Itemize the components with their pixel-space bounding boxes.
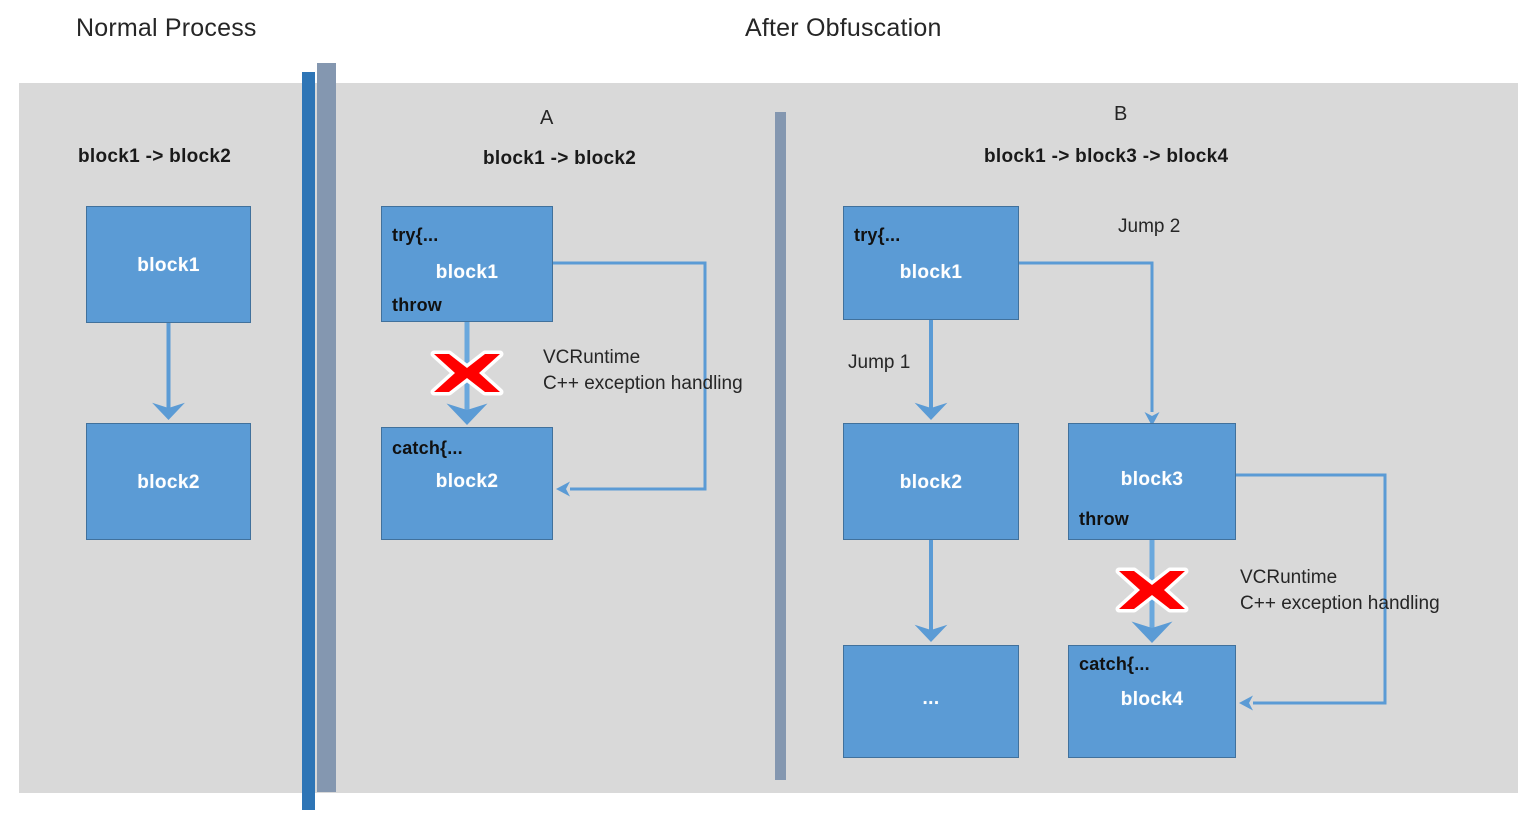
block-keyword-throw: throw [1079, 509, 1129, 529]
block-label: block2 [899, 472, 963, 493]
annotation-line-1: VCRuntime [543, 347, 641, 368]
route-normal-process: block1 -> block2 [78, 146, 232, 167]
section-label-a: A [540, 107, 554, 129]
block-keyword-catch: catch{... [1079, 654, 1150, 674]
block-b-try-block1[interactable]: try{... block1 [843, 206, 1019, 320]
divider-bar-sections [775, 112, 786, 780]
block-normal-block2[interactable]: block2 [86, 423, 251, 540]
divider-bar-dark [302, 72, 315, 810]
annotation-vcruntime-a: VCRuntime C++ exception handling [543, 345, 743, 396]
block-label: block2 [137, 472, 200, 493]
block-normal-block1[interactable]: block1 [86, 206, 251, 323]
block-b-catch-block4[interactable]: catch{... block4 [1068, 645, 1236, 758]
block-a-try-block1[interactable]: try{... block1 throw [381, 206, 553, 322]
title-after-obfuscation: After Obfuscation [745, 14, 942, 42]
block-keyword-try: try{... [392, 225, 439, 245]
annotation-line-1: VCRuntime [1240, 567, 1338, 588]
title-normal-process: Normal Process [76, 14, 257, 42]
section-label-b: B [1114, 103, 1128, 125]
block-keyword-catch: catch{... [392, 438, 463, 458]
block-keyword-throw: throw [392, 295, 442, 315]
blocked-x-icon-b [1115, 567, 1189, 613]
annotation-line-2: C++ exception handling [543, 372, 743, 394]
block-label: block3 [1120, 469, 1184, 490]
route-section-a: block1 -> block2 [483, 148, 637, 169]
route-section-b: block1 -> block3 -> block4 [984, 146, 1229, 167]
block-keyword-try: try{... [854, 225, 901, 245]
divider-bar-light [317, 63, 336, 792]
annotation-line-2: C++ exception handling [1240, 592, 1440, 614]
label-jump-1: Jump 1 [848, 352, 911, 373]
annotation-vcruntime-b: VCRuntime C++ exception handling [1240, 565, 1440, 616]
block-label: block1 [137, 255, 200, 276]
block-label: block1 [435, 262, 499, 283]
label-jump-2: Jump 2 [1118, 216, 1181, 237]
block-b-block2[interactable]: block2 [843, 423, 1019, 540]
block-b-block3[interactable]: block3 throw [1068, 423, 1236, 540]
block-label: ... [922, 688, 940, 709]
block-label: block2 [435, 471, 499, 492]
blocked-x-icon-a [430, 350, 504, 396]
block-label: block4 [1120, 689, 1184, 710]
block-b-ellipsis[interactable]: ... [843, 645, 1019, 758]
block-a-catch-block2[interactable]: catch{... block2 [381, 427, 553, 540]
block-label: block1 [899, 262, 963, 283]
